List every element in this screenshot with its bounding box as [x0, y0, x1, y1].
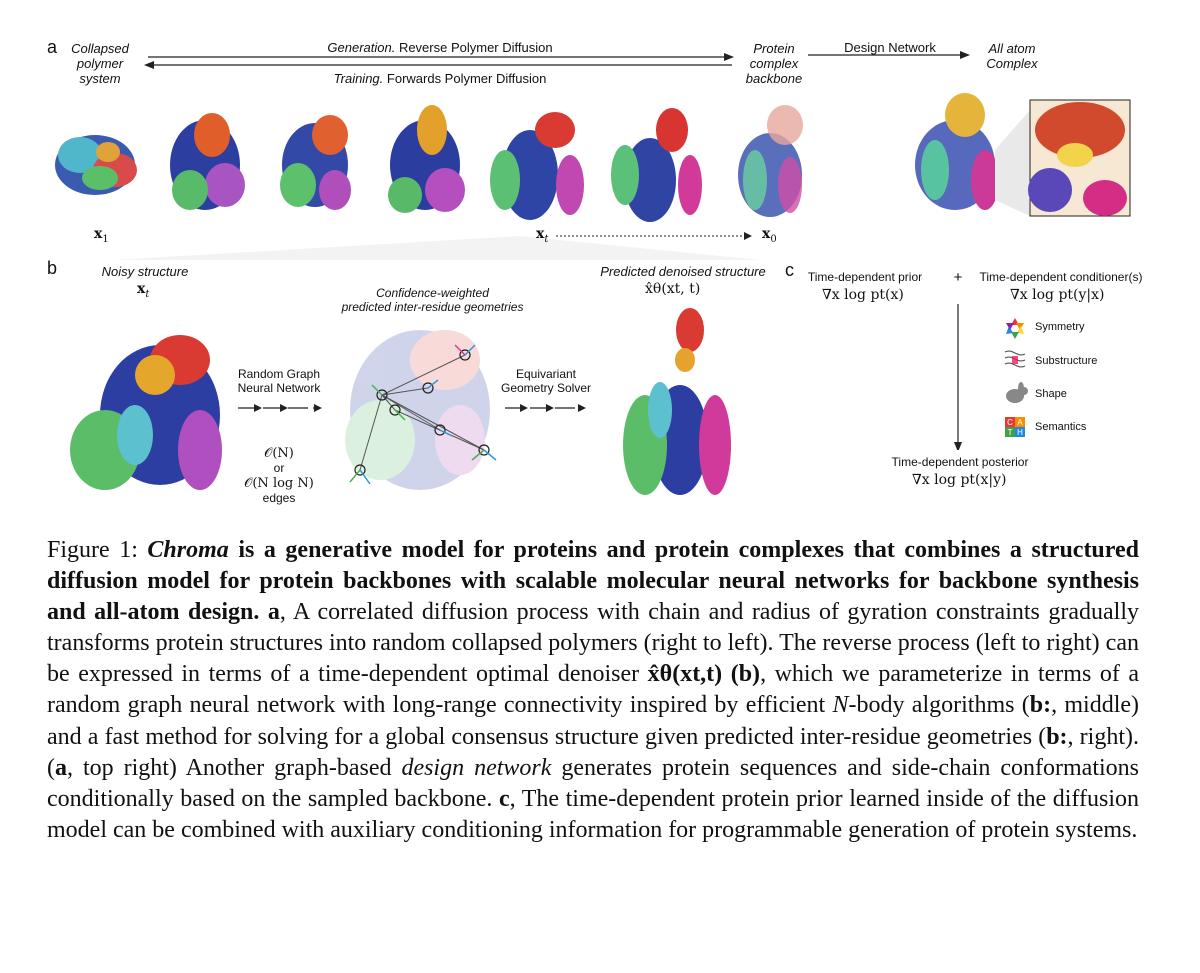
posterior-title: Time-dependent posterior [891, 455, 1029, 469]
structure-5 [490, 112, 584, 220]
structure-all-atom [915, 93, 1030, 216]
cath-letter-t: T [1008, 428, 1013, 437]
predicted-denoised-title: Predicted denoised structure [600, 264, 766, 279]
prior-title: Time-dependent prior [807, 270, 923, 284]
noisy-structure-title: Noisy structure [101, 264, 189, 279]
training-label: Training. Forwards Polymer Diffusion [333, 71, 547, 86]
plus-sign: + [953, 269, 963, 286]
cath-letter-h: H [1017, 428, 1023, 437]
graph-edges [359, 354, 485, 471]
solver-arrows [505, 404, 586, 412]
figure-caption: Figure 1: Chroma is a generative model f… [47, 537, 1140, 843]
solver-label: Equivariant Geometry Solver [500, 367, 592, 395]
semantics-icon: C A T H [1005, 417, 1025, 437]
diffusion-trajectory-structures [55, 93, 1131, 222]
all-atom-zoom-inset [1028, 99, 1131, 217]
structure-2 [170, 113, 245, 210]
structure-x0 [738, 105, 803, 217]
caption-a-label: a [267, 599, 280, 626]
confidence-weighted-title: Confidence-weighted predicted inter-resi… [341, 286, 524, 314]
conditioner-formula: ∇x log pt(y|x) [1010, 287, 1105, 303]
design-network-label: Design Network [844, 40, 936, 55]
predicted-denoised-formula: x̂θ(xt, t) [645, 281, 701, 297]
complexity-label: 𝒪(N) or 𝒪(N log N) edges [244, 446, 314, 505]
panel-a-letter: a [47, 37, 58, 57]
denoiser-formula: x̂θ(xt,t) [647, 661, 723, 688]
model-name: Chroma [147, 537, 229, 563]
noisy-structure-var: xt [137, 281, 150, 300]
structure-4 [388, 105, 465, 213]
graph-nodes [354, 349, 490, 476]
x0-label: x0 [762, 226, 777, 245]
frame-arrows [349, 344, 497, 485]
x1-label: x1 [94, 226, 109, 245]
rgnn-arrows [238, 404, 322, 412]
collapsed-polymer-label: Collapsed polymer system [71, 41, 129, 86]
generation-label: Generation. Reverse Polymer Diffusion [327, 40, 553, 55]
conditioner-title: Time-dependent conditioner(s) [979, 270, 1143, 284]
caption-bold-title: is a generative model for proteins and p… [47, 537, 1140, 626]
panel-c-letter: c [785, 260, 794, 280]
xt-label: xt [536, 226, 549, 245]
posterior-formula: ∇x log pt(x|y) [912, 472, 1007, 488]
cath-letter-c: C [1007, 418, 1013, 427]
panel-c-graphics: C A T H [954, 304, 1028, 450]
panel-b-figure [70, 308, 731, 495]
prior-formula: ∇x log pt(x) [822, 287, 904, 303]
conditioner-symmetry: Symmetry [1035, 321, 1085, 333]
denoised-structure [623, 308, 731, 495]
conditioner-substructure: Substructure [1035, 355, 1098, 367]
cath-letter-a: A [1017, 418, 1023, 427]
structure-3 [280, 115, 351, 210]
conditioner-shape: Shape [1035, 388, 1067, 400]
noisy-structure [70, 335, 222, 490]
panel-b-letter: b [47, 258, 58, 278]
symmetry-icon [1006, 318, 1024, 339]
diffusion-arrows [114, 51, 970, 260]
rgnn-label: Random Graph Neural Network [237, 367, 321, 395]
protein-backbone-label: Protein complex backbone [745, 41, 803, 86]
figure-label: Figure 1: [47, 537, 138, 563]
conditioner-semantics: Semantics [1035, 421, 1087, 433]
confidence-graph [345, 330, 490, 490]
structure-x1 [55, 135, 137, 195]
structure-6 [611, 108, 702, 222]
substructure-icon [1004, 350, 1026, 368]
all-atom-label: All atom Complex [986, 41, 1038, 71]
shape-icon [1006, 382, 1028, 403]
